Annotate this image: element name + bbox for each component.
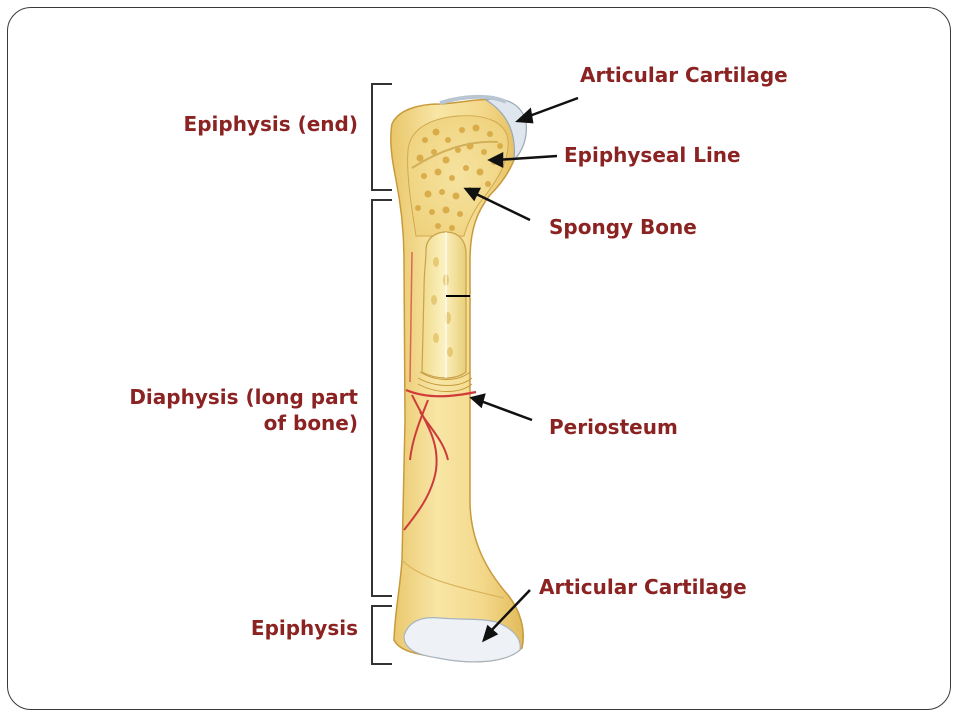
arrow-periosteum bbox=[477, 398, 533, 422]
articular-cartilage-top-rim bbox=[439, 94, 507, 105]
medullary-cavity bbox=[421, 231, 467, 379]
label-articular-cartilage-top: Articular Cartilage bbox=[580, 63, 788, 87]
compact-bone-layers bbox=[417, 371, 473, 392]
label-spongy-bone: Spongy Bone bbox=[549, 215, 697, 239]
bracket-epiphysis-bottom bbox=[371, 605, 392, 665]
label-diaphysis: Diaphysis (long part of bone) bbox=[60, 384, 358, 436]
articular-cartilage-top-shape bbox=[484, 98, 527, 162]
label-epiphysis-end: Epiphysis (end) bbox=[183, 112, 358, 136]
label-epiphyseal-line: Epiphyseal Line bbox=[564, 143, 741, 167]
label-epiphysis-bottom: Epiphysis bbox=[250, 616, 358, 640]
epiphyseal-line-shape bbox=[411, 140, 499, 169]
label-periosteum: Periosteum bbox=[549, 415, 678, 439]
periosteum-flap bbox=[409, 251, 413, 383]
label-diaphysis-line2: of bone) bbox=[263, 411, 358, 435]
bracket-epiphysis-end bbox=[371, 83, 392, 191]
label-articular-cartilage-bottom: Articular Cartilage bbox=[539, 575, 747, 599]
arrow-articular-cartilage-top bbox=[523, 96, 579, 120]
spongy-bone-holes bbox=[415, 124, 503, 231]
arrow-articular-cartilage-bottom bbox=[487, 589, 531, 635]
leader-arrows bbox=[463, 96, 579, 643]
lower-epiphysis-shade bbox=[401, 559, 505, 599]
blood-vessels bbox=[403, 394, 449, 531]
arrow-spongy-bone bbox=[471, 190, 531, 222]
periosteum-edge bbox=[405, 388, 477, 398]
spongy-bone-region bbox=[407, 115, 509, 237]
arrow-epiphyseal-line bbox=[495, 154, 558, 162]
label-diaphysis-line1: Diaphysis (long part bbox=[129, 385, 358, 409]
bracket-diaphysis bbox=[371, 199, 392, 597]
